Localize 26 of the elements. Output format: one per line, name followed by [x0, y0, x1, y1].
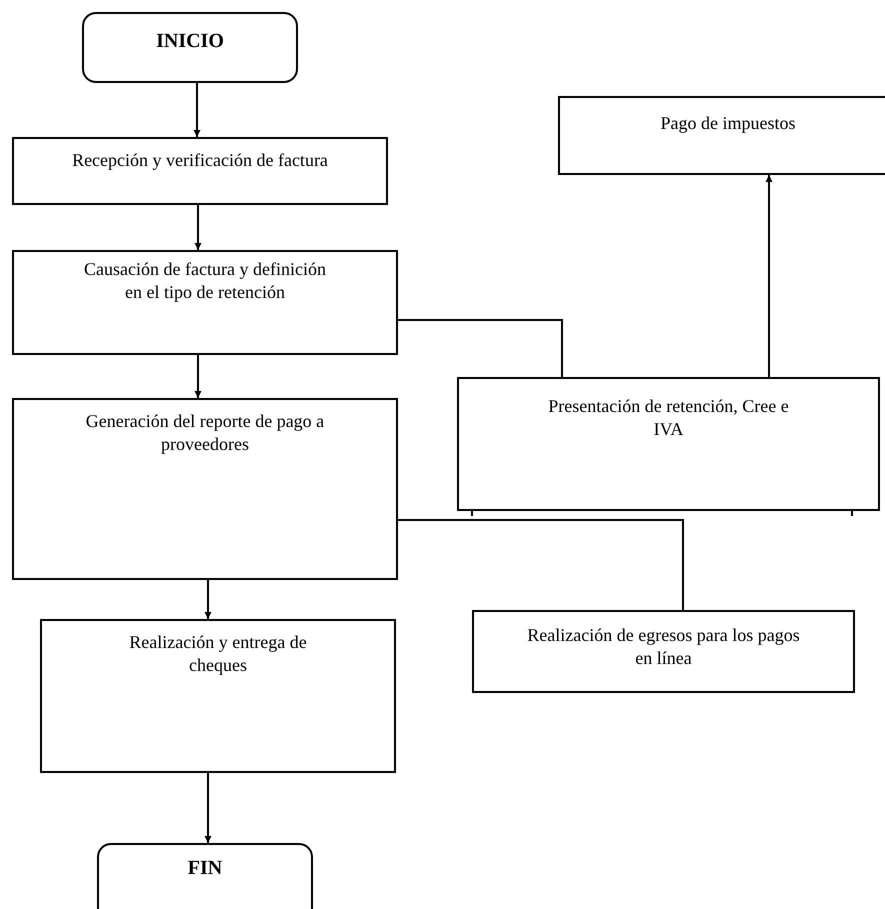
process-box — [558, 96, 885, 175]
node-text: INICIO — [156, 29, 224, 54]
arrow — [194, 355, 202, 398]
node-text: Generación del reporte de pago a proveedores — [84, 410, 326, 456]
arrow — [766, 175, 772, 377]
process-box — [12, 250, 398, 355]
arrow — [194, 83, 200, 137]
node-text: FIN — [188, 856, 222, 881]
arrow — [204, 773, 212, 843]
arrow — [204, 580, 212, 619]
node-text: Pago de impuestos — [660, 112, 796, 135]
process-box — [472, 610, 855, 693]
connector-line — [398, 519, 684, 610]
node-text: Presentación de retención, Cree e IVA — [547, 395, 790, 442]
arrow — [194, 205, 202, 250]
node-text: Realización de egresos para los pagos en línea — [526, 624, 801, 670]
node-text: Recepción y verificación de factura — [72, 149, 328, 172]
process-box — [40, 619, 396, 773]
node-text: Realización y entrega de cheques — [128, 631, 308, 678]
node-text: Causación de factura y definición en el tipo de retención — [83, 258, 327, 304]
connector-line — [398, 319, 563, 377]
terminal-box — [82, 12, 298, 83]
terminal-box — [97, 843, 313, 909]
process-box — [12, 137, 388, 205]
process-box — [457, 377, 880, 511]
process-box — [12, 398, 398, 580]
